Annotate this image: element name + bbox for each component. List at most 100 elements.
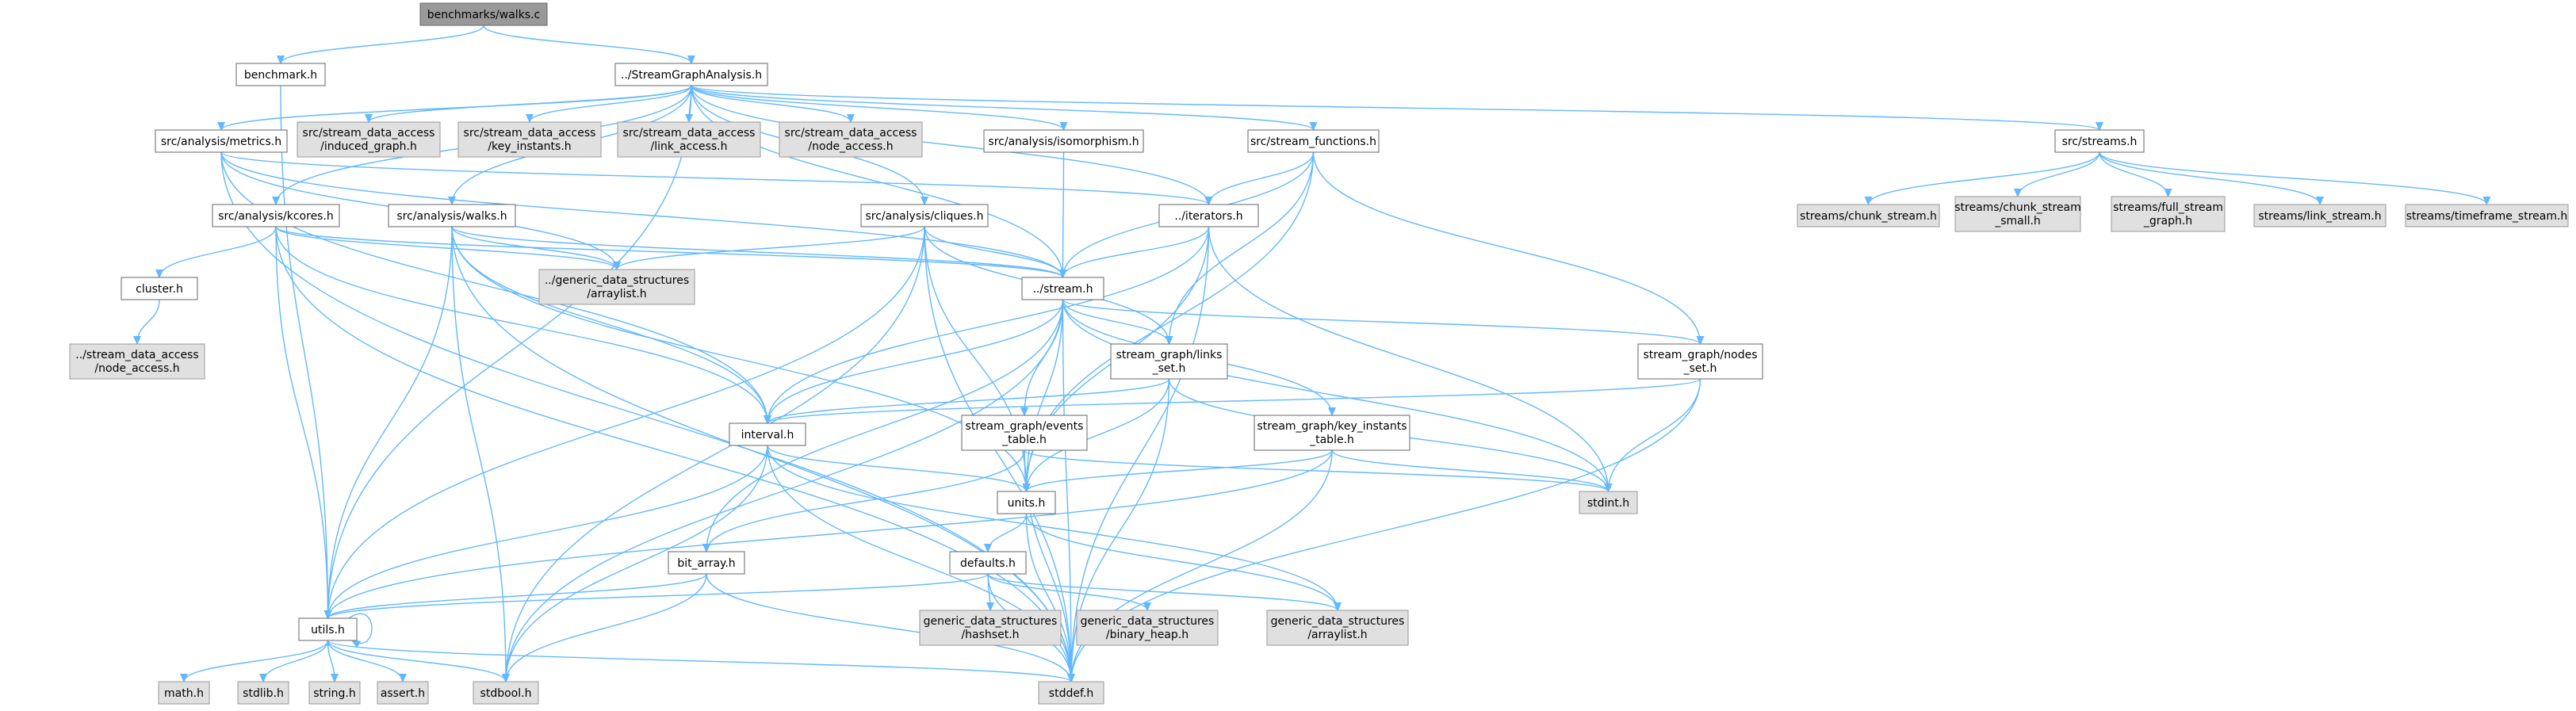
file-nodes: benchmarks/walks.c benchmark.h ../StreamGr… (69, 2, 2569, 705)
include-edge-streams-to-full (2099, 151, 2168, 197)
include-edge-events-to-stdint (1024, 449, 1609, 491)
include-edge-metrics-to-iterators (220, 151, 1209, 205)
node-label: bit_array.h (677, 557, 735, 570)
node-label-line: /arraylist.h (1307, 629, 1367, 641)
node-box (997, 491, 1056, 514)
file-node-metrics[interactable]: src/analysis/metrics.h (155, 129, 288, 153)
include-edge-interval-to-stdbool (506, 445, 768, 682)
file-node-sga[interactable]: ../StreamGraphAnalysis.h (614, 63, 768, 86)
include-edge-sga-to-streams (691, 85, 2099, 130)
file-node-iso[interactable]: src/analysis/isomorphism.h (983, 129, 1144, 153)
file-node-cliques[interactable]: src/analysis/cliques.h (860, 204, 989, 227)
node-box (1076, 610, 1219, 646)
file-node-timeframe: streams/timeframe_stream.h (2405, 204, 2569, 227)
node-box (617, 121, 761, 158)
include-edge-iso-to-stream (1063, 151, 1064, 277)
file-node-walks[interactable]: src/analysis/walks.h (388, 204, 516, 227)
node-label: src/analysis/metrics.h (161, 136, 281, 148)
include-edge-stream-to-links_set (1062, 299, 1169, 344)
include-edge-sfunc-to-nodes_set (1312, 151, 1701, 344)
include-edge-links_set-to-units (1027, 378, 1170, 491)
include-edge-cliques-to-stddef (924, 226, 1071, 682)
include-edge-defaults-to-utils (328, 573, 989, 618)
include-edge-kcores-to-utils (275, 226, 328, 618)
node-box (2253, 204, 2387, 227)
node-box (308, 681, 361, 705)
file-node-events[interactable]: stream_graph/events_table.h (961, 415, 1088, 451)
node-box (1254, 415, 1410, 451)
node-label-line: /arraylist.h (587, 288, 646, 300)
node-box (2111, 196, 2226, 232)
node-label: src/analysis/cliques.h (865, 210, 983, 223)
file-node-gds_hashset: generic_data_structures/hashset.h (919, 610, 1062, 646)
file-node-math: math.h (158, 681, 210, 705)
node-label: src/stream_data_access/link_access.h (623, 127, 756, 153)
node-label: stream_graph/nodes_set.h (1644, 349, 1758, 375)
include-edge-cliques-to-utils (328, 226, 925, 618)
include-edge-sga-to-iso (691, 85, 1064, 130)
file-node-sfunc[interactable]: src/stream_functions.h (1247, 129, 1380, 153)
node-label-line: _table.h (1001, 434, 1047, 446)
node-label-line: /key_instants.h (488, 140, 571, 153)
include-edge-utils-to-assert (327, 640, 404, 682)
node-label: ../generic_data_structures/arraylist.h (545, 274, 689, 300)
file-node-interval[interactable]: interval.h (729, 422, 806, 446)
node-box (1637, 343, 1763, 380)
file-node-sda_induced: src/stream_data_access/induced_graph.h (297, 121, 441, 158)
file-node-assert: assert.h (377, 681, 429, 705)
file-node-cluster[interactable]: cluster.h (121, 277, 198, 300)
node-label: generic_data_structures/binary_heap.h (1081, 615, 1215, 641)
file-node-benchmark[interactable]: benchmark.h (235, 63, 326, 86)
node-box (779, 121, 923, 158)
node-label-line: generic_data_structures (1081, 615, 1215, 628)
file-node-utils[interactable]: utils.h (298, 617, 358, 641)
include-edge-walks-to-stdbool (451, 226, 506, 682)
file-node-stream[interactable]: ../stream.h (1021, 277, 1104, 300)
file-node-links_set[interactable]: stream_graph/links_set.h (1110, 343, 1228, 380)
file-node-defaults[interactable]: defaults.h (949, 551, 1027, 575)
file-node-sda_link: src/stream_data_access/link_access.h (617, 121, 761, 158)
include-edge-keyinst-to-units (1027, 449, 1333, 491)
include-edge-events-to-bitarray (706, 449, 1025, 552)
include-edge-sga-to-iterators (691, 85, 1209, 205)
file-node-nodes_set[interactable]: stream_graph/nodes_set.h (1637, 343, 1763, 380)
include-edge-interval-to-gds_arraylist2 (767, 445, 1338, 610)
include-edge-root-to-benchmark (281, 25, 484, 63)
file-node-root: benchmarks/walks.c (419, 2, 548, 26)
node-box (377, 681, 429, 705)
node-label: streams/full_stream_graph.h (2113, 201, 2223, 227)
file-node-kcores[interactable]: src/analysis/kcores.h (212, 204, 340, 227)
include-edge-defaults-to-gds_arraylist2 (987, 573, 1338, 610)
node-label: src/analysis/walks.h (396, 210, 507, 223)
include-edge-units-to-gds_arraylist2 (1025, 513, 1338, 610)
include-edge-bitarray-to-utils (328, 573, 707, 618)
node-label-line: /hashset.h (961, 629, 1019, 641)
node-box (668, 551, 745, 575)
node-label-line: src/stream_data_access (464, 127, 596, 140)
include-edge-cliques-to-stdbool (506, 226, 925, 682)
include-edge-iterators-to-stream (1063, 226, 1210, 277)
node-box (155, 129, 288, 153)
node-box (69, 343, 205, 380)
include-edge-nodes_set-to-interval (767, 378, 1701, 423)
include-edge-iterators-to-interval (767, 226, 1210, 423)
include-edge-interval-to-units (767, 445, 1027, 491)
include-edge-kcores-to-gds_arraylist1 (275, 226, 617, 269)
node-box (1954, 196, 2081, 232)
node-label: src/analysis/kcores.h (218, 210, 334, 223)
file-node-iterators[interactable]: ../iterators.h (1158, 204, 1259, 227)
node-label-line: ../generic_data_structures (545, 274, 689, 287)
include-edge-iterators-to-stddef (1071, 226, 1210, 682)
file-node-units[interactable]: units.h (997, 491, 1056, 514)
file-node-bitarray[interactable]: bit_array.h (668, 551, 745, 575)
node-box (121, 277, 198, 300)
include-edge-utils-to-stdbool (327, 640, 507, 682)
file-node-streams[interactable]: src/streams.h (2054, 129, 2145, 153)
file-node-sda_node: src/stream_data_access/node_access.h (779, 121, 923, 158)
node-box (919, 610, 1062, 646)
include-edge-cluster-to-sda_node2 (137, 299, 160, 344)
include-edge-cliques-to-stream (924, 226, 1063, 277)
file-node-keyinst[interactable]: stream_graph/key_instants_table.h (1254, 415, 1410, 451)
node-label-line: stream_graph/nodes (1644, 349, 1758, 361)
